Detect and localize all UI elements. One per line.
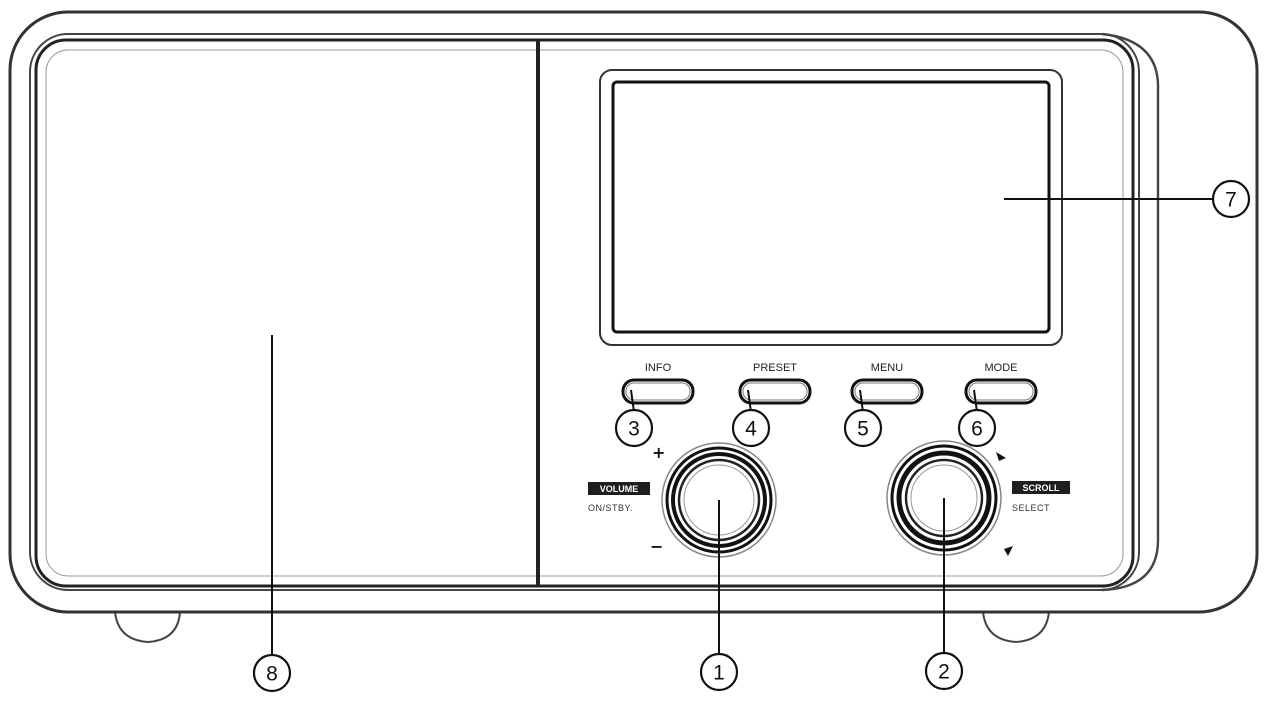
svg-text:4: 4 — [745, 418, 757, 441]
scroll-sub-label: SELECT — [1012, 503, 1050, 513]
button-preset-label: PRESET — [753, 362, 797, 374]
svg-text:SCROLL: SCROLL — [1023, 483, 1061, 493]
callout-1: 1 — [699, 500, 739, 692]
button-menu-label: MENU — [871, 362, 903, 374]
button-preset[interactable]: PRESET — [738, 362, 812, 405]
svg-text:2: 2 — [938, 661, 950, 684]
svg-text:6: 6 — [971, 418, 983, 441]
callout-5: 5 — [843, 389, 883, 448]
callout-2: 2 — [924, 498, 964, 691]
svg-text:3: 3 — [628, 418, 640, 441]
volume-plus-symbol: + — [652, 443, 665, 462]
left-foot — [114, 611, 181, 644]
callout-6: 6 — [957, 389, 997, 448]
button-info[interactable]: INFO — [621, 362, 695, 405]
front-panel-inset — [45, 49, 1124, 577]
svg-text:VOLUME: VOLUME — [600, 484, 639, 494]
svg-text:7: 7 — [1225, 189, 1237, 212]
volume-sub-label: ON/STBY. — [588, 503, 633, 513]
volume-minus-symbol: − — [650, 537, 663, 556]
callout-4: 4 — [731, 389, 771, 448]
scroll-tag: SCROLL — [1012, 481, 1070, 494]
right-foot — [982, 611, 1050, 644]
button-mode-label: MODE — [985, 362, 1018, 374]
callout-8: 8 — [252, 335, 292, 693]
callout-7: 7 — [1004, 179, 1251, 219]
callout-3: 3 — [614, 389, 654, 448]
svg-text:8: 8 — [266, 663, 278, 686]
display-screen — [611, 80, 1051, 334]
svg-text:1: 1 — [713, 662, 725, 685]
cabinet-inner-rim — [29, 33, 1140, 591]
cabinet-right-edge — [1101, 32, 1160, 592]
volume-tag: VOLUME — [588, 482, 650, 495]
button-menu[interactable]: MENU — [850, 362, 924, 405]
scroll-arrow-down-icon — [1004, 546, 1013, 556]
button-mode[interactable]: MODE — [964, 362, 1038, 405]
button-info-label: INFO — [645, 362, 672, 374]
svg-text:5: 5 — [857, 418, 869, 441]
scroll-arrow-up-icon — [996, 452, 1006, 461]
